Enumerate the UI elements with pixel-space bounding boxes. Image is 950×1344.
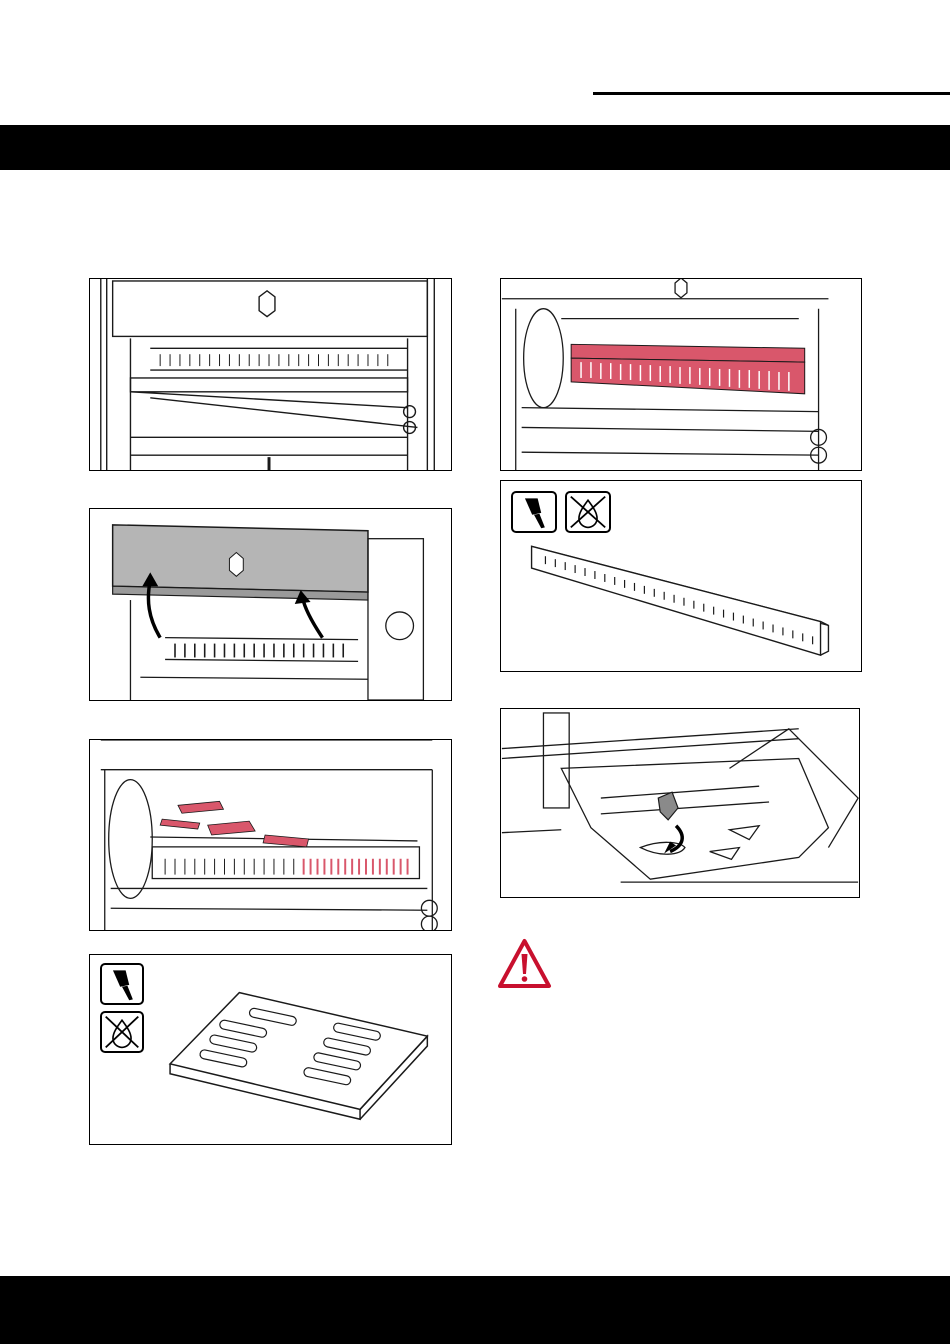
figure-lift-panel [89,508,452,701]
figure-latch [500,708,860,898]
ceramic-tile-illustration [90,955,451,1144]
warning-icon [497,938,552,990]
slotted-bar-part-illustration [501,481,861,671]
lift-panel-illustration [90,509,451,700]
figure-grate-tiles [89,739,452,931]
grate-tiles-illustration [90,740,451,930]
figure-bar-cleaning [500,480,862,672]
section-title-band [0,125,950,170]
figure-oven-closed [89,278,452,471]
header-rule [593,92,950,95]
figure-slotted-bar [500,278,862,471]
oven-closed-illustration [90,279,451,470]
latch-detail-illustration [501,709,859,897]
slotted-bar-illustration [501,279,861,470]
footer-band [0,1276,950,1344]
figure-tile-cleaning [89,954,452,1145]
